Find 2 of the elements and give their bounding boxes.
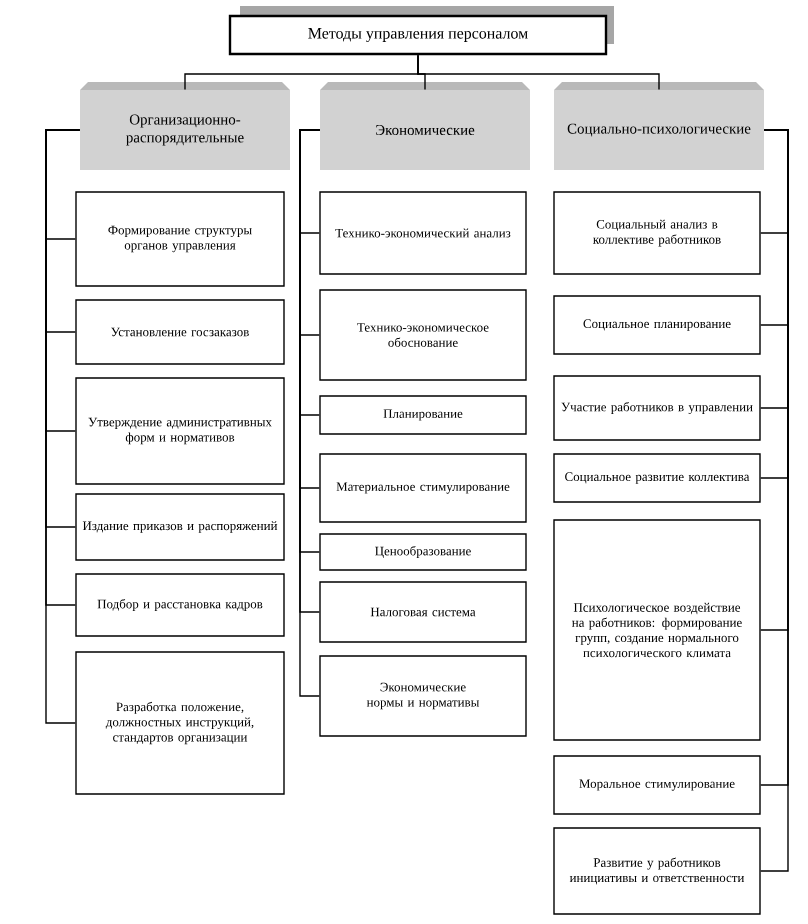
connector-line: [417, 54, 660, 91]
connector-line: [45, 129, 81, 724]
